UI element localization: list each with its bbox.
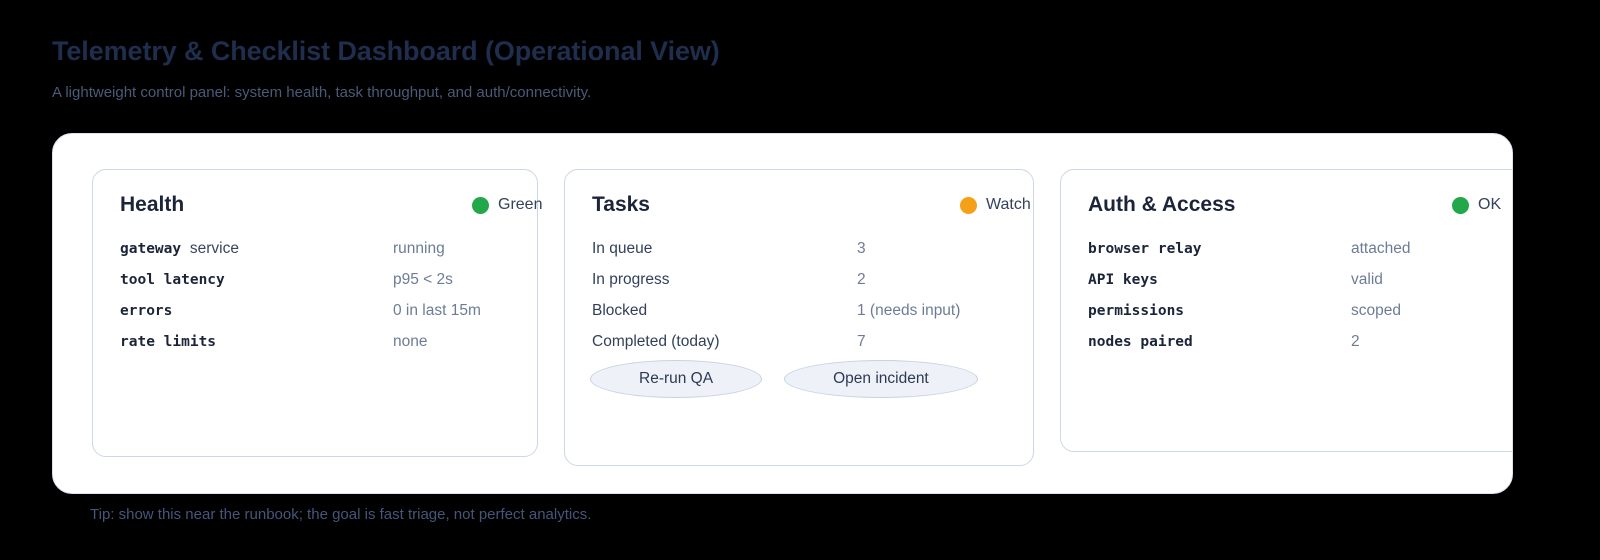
card-tasks-status: Watch [960, 191, 1031, 219]
row-label: nodes paired [1088, 334, 1193, 350]
row-label: rate limits [120, 334, 217, 350]
card-auth-status-label: OK [1478, 196, 1502, 213]
row-label: In progress [592, 271, 670, 288]
page-title: Telemetry & Checklist Dashboard (Operati… [52, 36, 720, 66]
amber-dot-icon [960, 196, 977, 214]
table-row: In progress 2 [592, 264, 1033, 295]
card-auth: Auth & Access OK browser relay attached … [1060, 169, 1512, 452]
table-row: Completed (today) 7 [592, 326, 1033, 357]
cards-row: Health Green gateway service running too… [53, 134, 1512, 493]
table-row: errors 0 in last 15m [120, 295, 537, 326]
row-label: In queue [592, 240, 653, 257]
footer-tip: Tip: show this near the runbook; the goa… [90, 506, 592, 523]
row-label: Blocked [592, 302, 648, 319]
table-row: tool latency p95 < 2s [120, 264, 537, 295]
row-label: gateway service [120, 240, 239, 257]
row-value: attached [1351, 240, 1411, 257]
card-health-rows: gateway service running tool latency p95… [120, 233, 537, 357]
row-label: API keys [1088, 272, 1158, 288]
row-value: valid [1351, 271, 1383, 288]
card-health-title: Health [120, 193, 185, 216]
open-incident-button[interactable]: Open incident [784, 360, 978, 398]
card-health: Health Green gateway service running too… [92, 169, 542, 457]
table-row: permissions scoped [1088, 295, 1512, 326]
card-tasks: Tasks Watch In queue 3 In progress 2 [564, 169, 1034, 466]
table-row: Blocked 1 (needs input) [592, 295, 1033, 326]
row-value: 1 (needs input) [857, 302, 961, 319]
row-value: 2 [857, 271, 866, 288]
green-dot-icon [472, 196, 489, 214]
table-row: In queue 3 [592, 233, 1033, 264]
card-auth-title: Auth & Access [1088, 193, 1236, 216]
card-auth-status: OK [1452, 191, 1501, 219]
table-row: nodes paired 2 [1088, 326, 1512, 357]
green-dot-icon [1452, 196, 1469, 214]
row-value: 7 [857, 333, 866, 350]
card-tasks-title: Tasks [592, 193, 650, 216]
table-row: API keys valid [1088, 264, 1512, 295]
card-tasks-rows: In queue 3 In progress 2 Blocked 1 (need… [592, 233, 1033, 357]
card-tasks-header: Tasks Watch [592, 191, 1033, 219]
row-label: errors [120, 303, 173, 319]
row-label: browser relay [1088, 241, 1202, 257]
row-value: running [393, 240, 445, 257]
table-row: gateway service running [120, 233, 537, 264]
row-label: permissions [1088, 303, 1185, 319]
row-value: none [393, 333, 428, 350]
row-value: p95 < 2s [393, 271, 453, 288]
card-tasks-actions: Re-run QA Open incident [590, 360, 978, 398]
dashboard-panel: Health Green gateway service running too… [52, 133, 1513, 494]
row-label-suffix: service [189, 240, 239, 257]
card-health-status-label: Green [498, 196, 543, 213]
card-auth-rows: browser relay attached API keys valid pe… [1088, 233, 1512, 357]
row-value: 0 in last 15m [393, 302, 481, 319]
card-auth-header: Auth & Access OK [1088, 191, 1512, 219]
table-row: rate limits none [120, 326, 537, 357]
row-value: 2 [1351, 333, 1360, 350]
row-label: tool latency [120, 272, 225, 288]
card-health-header: Health Green [120, 191, 542, 219]
row-label: Completed (today) [592, 333, 720, 350]
row-value: 3 [857, 240, 866, 257]
rerun-qa-button[interactable]: Re-run QA [590, 360, 763, 398]
page-subtitle: A lightweight control panel: system heal… [52, 84, 592, 101]
card-tasks-status-label: Watch [986, 196, 1031, 213]
card-health-status: Green [472, 191, 542, 219]
row-value: scoped [1351, 302, 1401, 319]
table-row: browser relay attached [1088, 233, 1512, 264]
